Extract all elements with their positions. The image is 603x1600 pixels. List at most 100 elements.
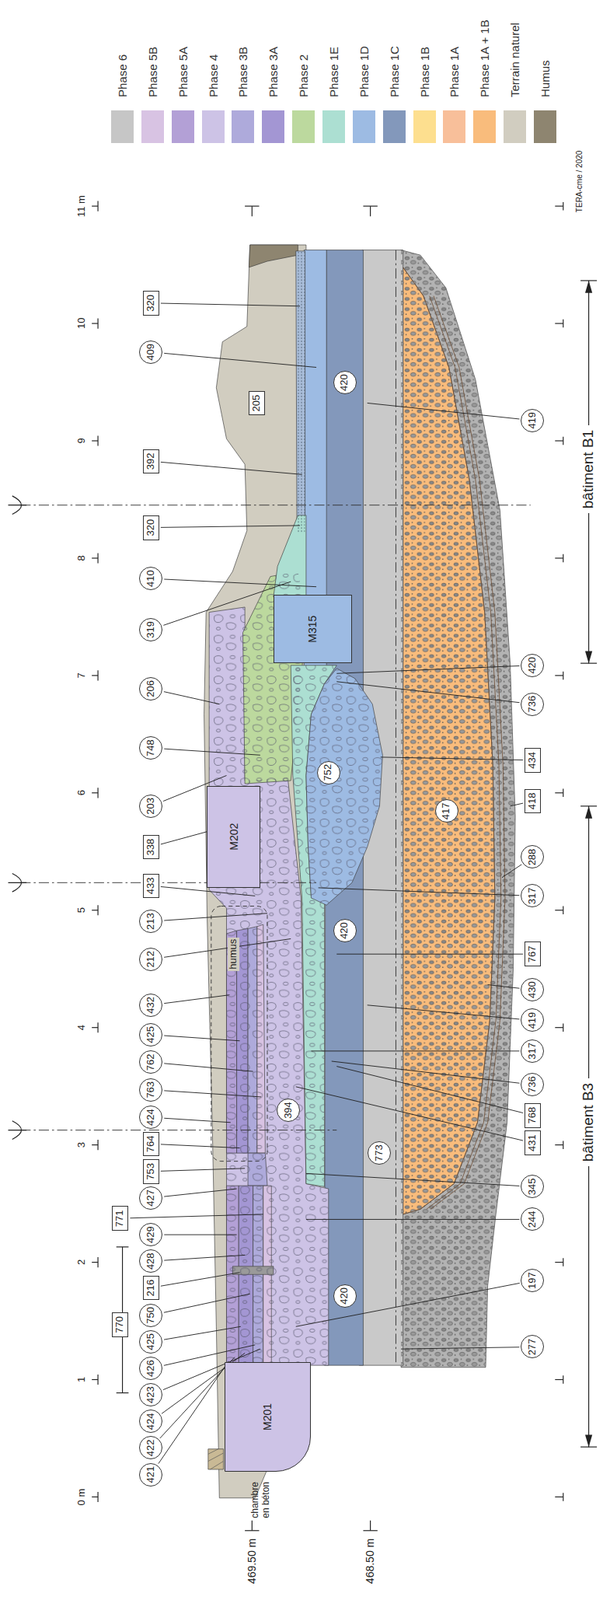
node-text: 429 <box>145 1225 157 1243</box>
leader-line <box>367 1004 520 1019</box>
callout-circle: 420 <box>520 653 544 677</box>
tick-line <box>91 205 98 207</box>
scale-label: 4 <box>76 1024 88 1030</box>
callout-circle: 736 <box>520 1072 544 1096</box>
callout-circle: 244 <box>520 1206 544 1231</box>
callout-circle: 750 <box>139 1303 163 1327</box>
scale-label: 7 <box>76 672 88 678</box>
legend-text: Phase 1C <box>387 45 401 98</box>
callout-box: 320 <box>142 290 160 316</box>
node-text: 750 <box>145 1306 157 1324</box>
scale-label: 6 <box>76 789 88 795</box>
node-text: 212 <box>145 950 157 968</box>
callout-box: 753 <box>142 1158 160 1184</box>
callout-circle: 420 <box>333 1283 357 1308</box>
node-text: 433 <box>145 877 157 895</box>
tick-line <box>91 1495 98 1497</box>
node-text: 752 <box>322 763 335 781</box>
callout-box: 431 <box>524 1129 541 1155</box>
leader-line <box>163 691 220 705</box>
wall: M315 <box>273 594 353 663</box>
tick-line <box>554 322 564 324</box>
tick-line <box>562 1139 564 1149</box>
leader-line <box>296 1282 520 1326</box>
node-text: 213 <box>145 912 157 930</box>
tick-line <box>562 671 564 680</box>
legend-row: Phase 4 <box>202 54 225 143</box>
leader-line <box>163 1254 245 1260</box>
leader-line <box>163 1035 240 1041</box>
credit: TERA-cme / 2020 <box>575 150 585 213</box>
node-text: 434 <box>526 751 539 769</box>
callout-box: 771 <box>111 1205 129 1231</box>
node-text: 753 <box>145 1162 157 1180</box>
legend-row: Phase 3B <box>231 46 255 143</box>
scale-label: 2 <box>76 1258 88 1265</box>
leader-line <box>336 953 523 955</box>
legend-text: Phase 1B <box>418 46 432 98</box>
leader-line <box>163 1090 262 1097</box>
layer-texture <box>400 250 516 1367</box>
leader-line <box>160 1167 245 1172</box>
leader-line <box>160 885 255 896</box>
wall: M201 <box>224 1361 312 1471</box>
legend-swatch <box>352 110 376 143</box>
node-text: 409 <box>145 343 157 361</box>
node-text: 417 <box>440 802 453 820</box>
tick-line <box>554 1378 564 1380</box>
node-text: 427 <box>145 1188 157 1206</box>
node-text: 431 <box>526 1133 539 1151</box>
node-text: 419 <box>526 411 539 429</box>
tick-line <box>554 439 564 441</box>
callout-circle: 736 <box>520 692 544 716</box>
legend-row: Phase 1C <box>383 45 406 143</box>
tick-line <box>562 554 564 563</box>
node-text: 205 <box>250 394 263 412</box>
node-text: 428 <box>145 1251 157 1269</box>
legend-row: Terrain naturel <box>503 22 527 143</box>
callout-circle: 394 <box>276 1097 300 1122</box>
callout-circle: 422 <box>139 1435 163 1459</box>
callout-circle: 319 <box>139 617 163 642</box>
leader-line <box>501 864 522 878</box>
legend-swatch <box>202 110 225 143</box>
callout-circle: 277 <box>520 1334 544 1359</box>
callout-box: 392 <box>142 449 160 475</box>
tick-line <box>369 205 371 217</box>
node-text: 216 <box>145 1279 157 1297</box>
tick-line <box>562 319 564 328</box>
legend-text: Phase 3A <box>266 46 280 98</box>
tick-line <box>554 791 564 793</box>
legend-text: Phase 5A <box>176 46 190 98</box>
node-text: 418 <box>526 792 539 810</box>
arrow-head <box>585 1433 593 1447</box>
legend-text: Terrain naturel <box>508 22 522 98</box>
layer <box>306 668 383 906</box>
callout-circle: 430 <box>520 977 544 1001</box>
callout-circle: 420 <box>333 370 357 394</box>
leader-line <box>380 756 523 760</box>
node-text: 763 <box>145 1080 157 1098</box>
leader-line <box>163 1063 253 1071</box>
tick-line <box>554 909 564 910</box>
legend-swatch <box>383 110 406 143</box>
elevation-label: 468.50 m <box>363 1537 377 1583</box>
tick-line <box>562 436 564 446</box>
legend-swatch <box>292 110 315 143</box>
node-text: 425 <box>145 1332 157 1350</box>
legend-swatch <box>261 110 285 143</box>
node-text: 762 <box>145 1052 157 1071</box>
tick-line <box>91 791 98 793</box>
legend-swatch <box>141 110 164 143</box>
legend-swatch <box>473 110 496 143</box>
building-label: bâtiment B3 <box>579 1077 597 1166</box>
section-line <box>395 250 397 1366</box>
layer <box>296 250 306 533</box>
leader-line <box>160 1143 241 1148</box>
node-text: 430 <box>526 980 539 998</box>
legend-row: Phase 1B <box>413 46 436 143</box>
node-text: 319 <box>145 620 157 638</box>
node-text: 748 <box>145 738 157 757</box>
legend-row: Phase 2 <box>292 54 315 143</box>
